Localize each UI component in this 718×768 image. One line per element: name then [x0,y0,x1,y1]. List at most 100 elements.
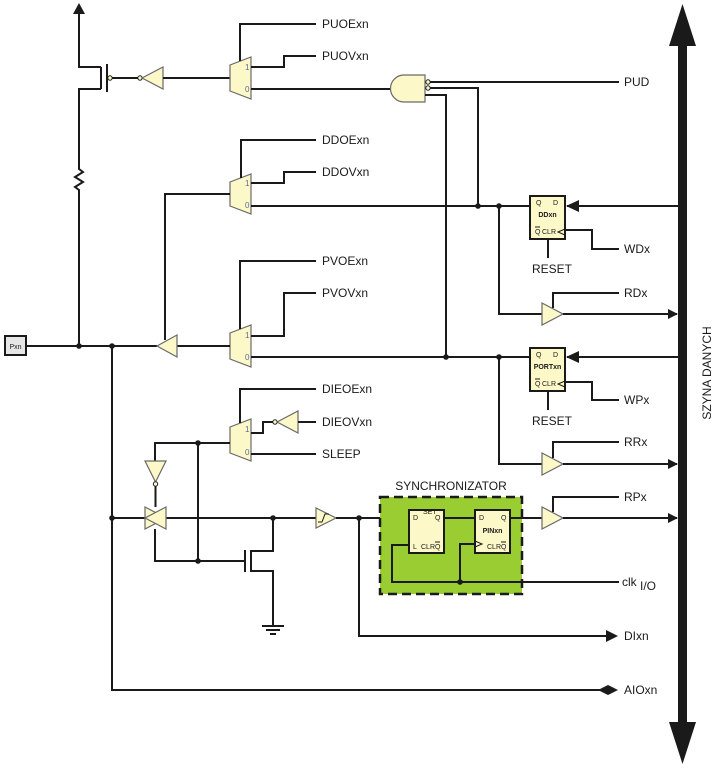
signal-pud: PUD [624,75,650,89]
pullup-inverter-icon [140,66,164,90]
wire [111,346,600,691]
wire [552,496,619,512]
pin-label: Pxn [9,344,21,351]
latch-l: L [413,544,417,551]
junction [457,579,463,585]
reg-name: DDxn [538,212,556,219]
mux-dieo-icon [229,418,252,462]
reg-qbar: Q [535,229,541,236]
wire [425,94,447,357]
pin-reg-name: PINxn [483,528,503,535]
data-bus-arrow-down-icon [669,722,696,764]
wire [459,543,475,582]
signal-clk: clk [622,575,638,589]
register-ddxn: Q D DDxn Q CLR [529,195,566,240]
vcc-arrow-icon [73,3,85,14]
wire [251,55,316,68]
junction [475,203,481,209]
reg-d: D [553,352,558,359]
nmos-transistor-icon [250,518,274,625]
pin-qbar: Q [501,544,507,551]
data-bus-label: SZYNA DANYCH [700,326,714,419]
wire [565,381,619,401]
signal-sleep: SLEEP [322,447,361,461]
mux-in-0: 0 [245,448,250,457]
wire [239,260,316,329]
arrow-icon [566,200,579,212]
mux-in-0: 0 [245,201,250,210]
mux-in-1: 1 [245,63,250,72]
wire [552,292,619,308]
output-driver-icon [155,333,178,359]
mux-in-1: 1 [245,331,250,340]
ground-icon [262,625,284,635]
reset-label-port: RESET [532,414,573,428]
signal-dieov: DIEOVxn [322,415,372,429]
synchronizer-block: SYNCHRONIZATOR D SET Q L CLR Q D Q PINxn… [378,479,524,596]
wire [565,229,619,250]
mux-pvo-icon [229,324,252,368]
latch-clr: CLR [421,544,435,551]
reg-qbar: Q [535,381,541,388]
rd-buffer-icon [541,302,565,326]
wire [240,139,316,178]
signal-pvov: PVOVxn [322,286,368,300]
transmission-gate-icon [143,506,167,530]
synchronizer-label: SYNCHRONIZATOR [395,479,507,493]
inverter-bubble-icon [152,481,159,487]
signal-dieoe: DIEOExn [322,382,372,396]
wire [251,421,273,434]
rr-buffer-icon [541,452,565,476]
mux-in-1: 1 [245,179,250,188]
signal-puov: PUOVxn [322,49,369,63]
latch-qbar: Q [435,544,441,551]
data-bus-bar [678,44,687,724]
reset-label-ddr: RESET [532,262,573,276]
wire [239,23,316,61]
reg-clr: CLR [542,229,556,236]
signal-aio: AIOxn [624,683,657,697]
schmitt-trigger-icon [315,507,338,529]
reg-name: PORTxn [534,364,562,371]
reg-clr: CLR [542,381,556,388]
sync-latch [408,509,445,554]
reg-q: Q [536,352,542,359]
signal-wp: WPx [624,393,649,407]
wire [358,518,608,637]
pmos-bubble-icon [107,75,113,81]
rp-buffer-icon [541,506,565,530]
signal-rr: RRx [624,435,647,449]
wire [154,529,198,562]
wire [498,206,542,315]
signal-rd: RDx [624,286,647,300]
wire [251,292,316,337]
arrow-icon [566,351,579,363]
wire [391,544,619,583]
wire [164,193,230,340]
wire [239,388,316,423]
data-bus-arrow-up-icon [669,4,696,46]
signal-di: DIxn [624,629,649,643]
latch-set: SET [423,509,437,516]
wire [498,357,542,465]
aio-diamond-icon [598,685,618,695]
pin-pad: Pxn [4,335,27,356]
reg-q: Q [536,200,542,207]
wire [251,171,316,184]
latch-d: D [413,515,418,522]
signal-ddov: DDOVxn [322,165,369,179]
gate-bubble-icon [425,85,431,91]
pud-and-gate-icon [389,74,426,103]
pin-q: Q [501,515,507,522]
mux-ddo-icon [229,173,252,215]
mux-puo-icon [229,56,252,100]
wire [552,441,619,458]
mux-in-0: 0 [245,353,250,362]
signal-pvoe: PVOExn [322,254,368,268]
data-bus: SZYNA DANYCH [669,4,714,764]
signal-ddoe: DDOExn [322,133,369,147]
pullup-transistor-path [78,12,102,89]
gate-bubble-icon [425,79,431,85]
wire [430,87,479,206]
junction [109,515,115,521]
